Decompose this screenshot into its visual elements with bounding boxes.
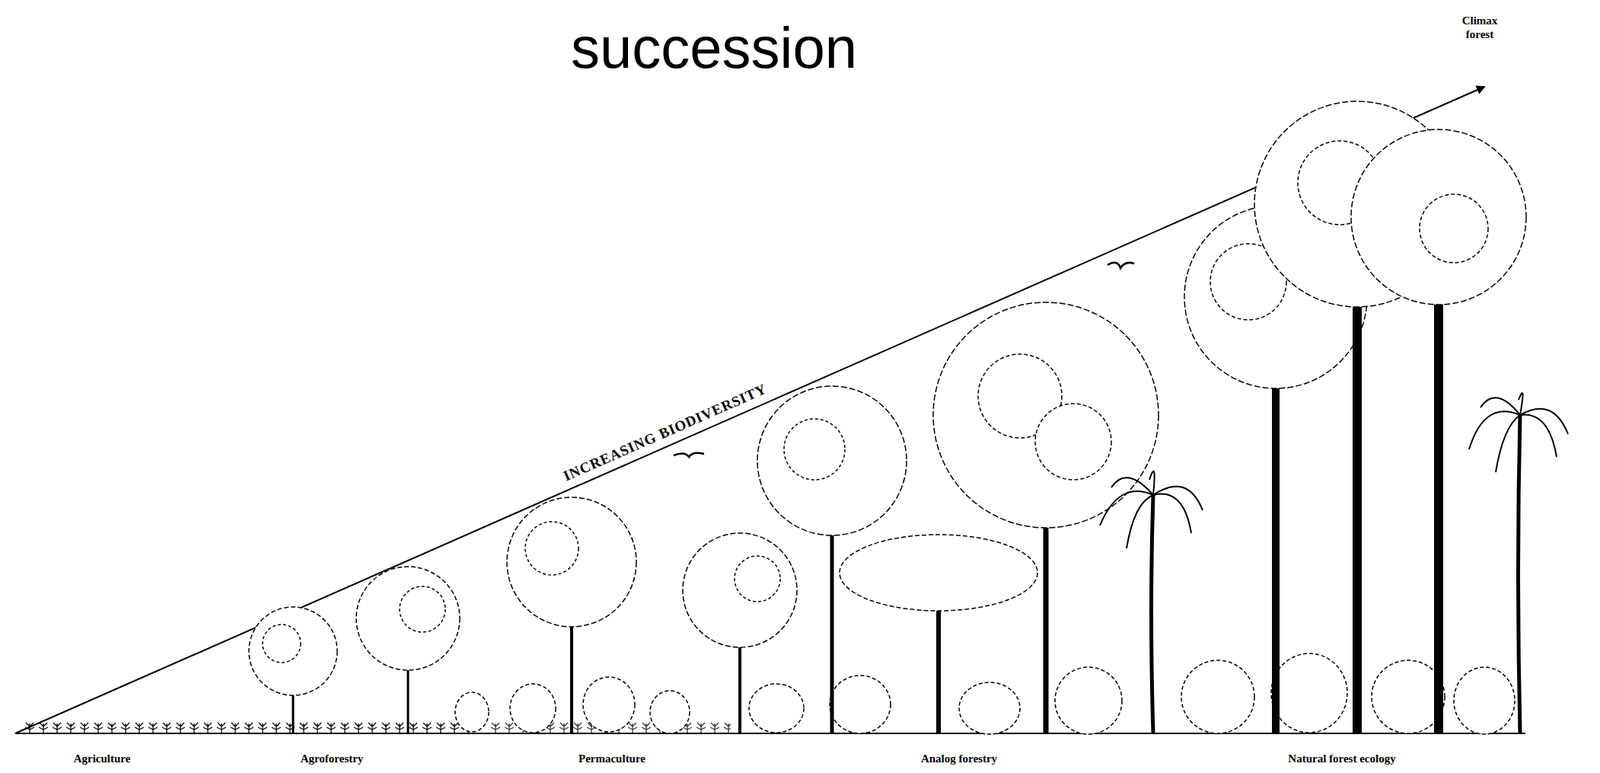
diagram-title: succession xyxy=(570,14,858,81)
stage-label: Analog forestry xyxy=(921,752,998,765)
stage-label: Agriculture xyxy=(73,752,131,765)
stage-label: Natural forest ecology xyxy=(1287,752,1396,765)
stage-label: Permaculture xyxy=(578,752,646,765)
axis-label: INCREASING BIODIVERSITY xyxy=(560,379,770,485)
endpoint-label: Climax forest xyxy=(1456,13,1503,42)
stage-label: Agroforestry xyxy=(300,752,364,765)
